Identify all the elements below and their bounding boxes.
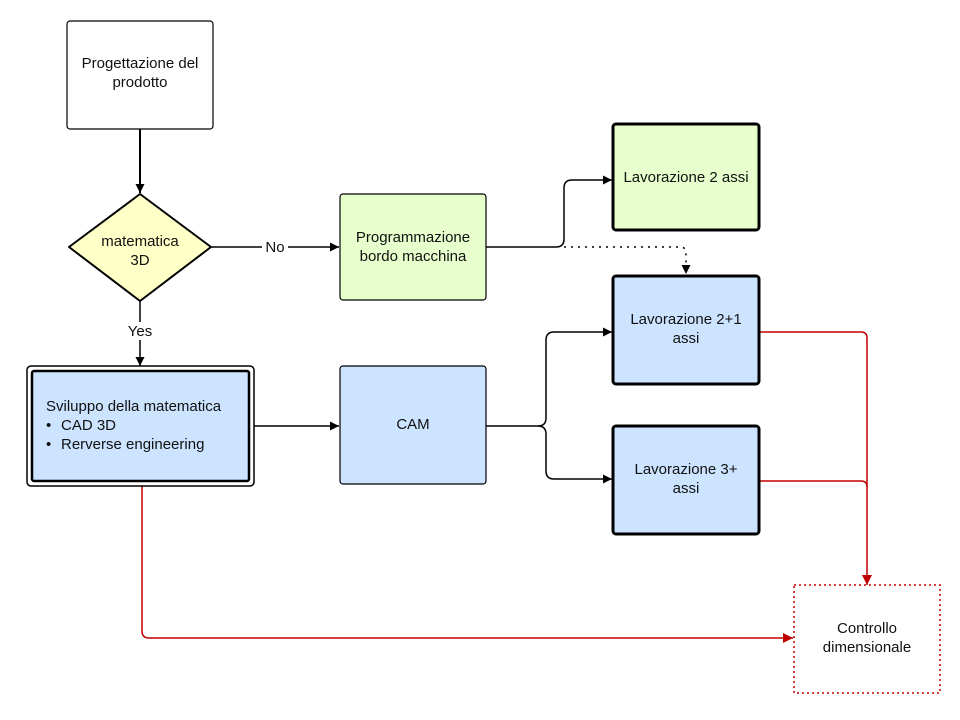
node-matematica-3d-line-2: 3D	[130, 252, 149, 269]
node-sviluppo-bullet-1: CAD 3D	[61, 417, 116, 434]
node-controllo-dimensionale[interactable]: Controllo dimensionale	[793, 584, 941, 694]
node-lavorazione-21-shape	[611, 274, 761, 386]
node-matematica-3d-line-1: matematica	[101, 233, 179, 250]
node-controllo-line-1: Controllo	[837, 620, 897, 637]
node-matematica-3d-decision[interactable]: matematica 3D	[68, 193, 212, 302]
node-lavorazione-2-line-1: Lavorazione 2 assi	[623, 169, 748, 186]
node-sviluppo-bullet-2: Rerverse engineering	[61, 436, 204, 453]
edge-lavorazione-3-to-controllo	[760, 480, 868, 488]
node-lavorazione-2-shape	[611, 122, 761, 232]
node-programmazione-line-1: Programmazione	[356, 229, 470, 246]
node-programmazione-bordo-macchina[interactable]: Programmazione bordo macchina	[339, 193, 487, 301]
node-cam[interactable]: CAM	[339, 365, 487, 485]
edge-label-no: No	[265, 239, 284, 256]
edge-label-yes-bg	[122, 322, 158, 340]
node-sviluppo-della-matematica[interactable]: Sviluppo della matematica • CAD 3D • Rer…	[26, 365, 255, 487]
node-lavorazione-3-assi[interactable]: Lavorazione 3+ assi	[611, 424, 761, 536]
node-lavorazione-2-1-assi[interactable]: Lavorazione 2+1 assi	[611, 274, 761, 386]
node-matematica-3d-shape	[68, 193, 212, 302]
node-controllo-line-2: dimensionale	[823, 639, 911, 656]
edge-sviluppo-to-controllo	[141, 486, 793, 643]
node-progettazione-shape	[66, 20, 214, 130]
node-sviluppo-shape	[30, 369, 251, 483]
node-sviluppo-title: Sviluppo della matematica	[46, 398, 222, 415]
node-lavorazione-2-assi[interactable]: Lavorazione 2 assi	[611, 122, 761, 232]
node-lavorazione-3-shape	[611, 424, 761, 536]
node-lavorazione-21-line-1: Lavorazione 2+1	[630, 311, 741, 328]
edge-label-no-bg	[262, 238, 288, 256]
node-progettazione-del-prodotto[interactable]: Progettazione del prodotto	[66, 20, 214, 130]
edge-programmazione-to-lavorazione-2	[486, 175, 612, 248]
node-progettazione-line-1: Progettazione del	[82, 55, 199, 72]
node-controllo-shape	[793, 584, 941, 694]
bullet-icon: •	[46, 436, 51, 453]
node-lavorazione-21-line-2: assi	[673, 330, 700, 347]
bullet-icon: •	[46, 417, 51, 434]
edge-programmazione-to-lavorazione-21-dotted	[564, 246, 691, 274]
node-progettazione-line-2: prodotto	[112, 74, 167, 91]
edge-cam-to-lavorazione-21	[486, 327, 612, 427]
node-programmazione-shape	[339, 193, 487, 301]
node-cam-line-1: CAM	[396, 416, 429, 433]
edge-cam-to-lavorazione-3	[537, 425, 612, 484]
edge-lavorazione-21-to-controllo	[760, 331, 872, 585]
edge-label-yes: Yes	[128, 323, 152, 340]
node-cam-shape	[339, 365, 487, 485]
node-programmazione-line-2: bordo macchina	[360, 248, 467, 265]
node-lavorazione-3-line-2: assi	[673, 480, 700, 497]
node-lavorazione-3-line-1: Lavorazione 3+	[635, 461, 738, 478]
